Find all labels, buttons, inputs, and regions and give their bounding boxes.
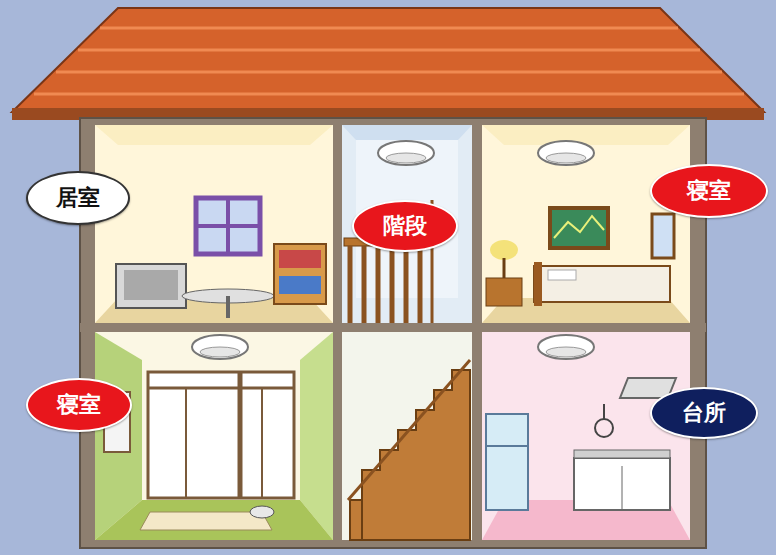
detector-body [538,335,594,359]
roof [12,8,764,120]
detector-body [192,335,248,359]
detector-ring [200,347,240,357]
bed-head [534,262,542,306]
tatami [95,500,333,540]
room-back [342,125,472,323]
window [196,198,260,254]
closet [148,372,294,498]
baluster [404,246,409,323]
closet-line [261,388,263,498]
books [279,250,321,268]
room-name: 寝室 [687,179,731,203]
baluster [362,246,367,323]
sink-cabinet [574,458,670,510]
nightstand [486,278,522,306]
smoke-detector [538,335,594,359]
counter [574,450,670,458]
roof-stripe [100,27,678,30]
room-label-red: 寝室 [26,378,132,432]
room-label-red: 階段 [352,200,458,252]
smoke-detector [538,141,594,165]
bed [534,266,670,302]
lamp-shade [490,240,518,260]
room-name: 居室 [56,186,100,210]
detector-ring [386,153,426,163]
pan-handle [603,404,605,419]
roof-shape [12,8,764,112]
refrigerator [486,414,528,510]
cabinet-line [622,466,623,510]
staircase [342,332,472,540]
window-bar [196,224,260,228]
room-label-navy: 台所 [650,387,758,439]
detector-ring [546,153,586,163]
baluster [418,246,423,323]
books [279,276,321,294]
room-back [95,125,333,323]
television [116,264,186,308]
side-window [652,214,674,258]
table-leg [226,296,230,318]
roof-stripes [34,28,744,94]
detector-body [538,141,594,165]
room-name: 階段 [383,214,427,238]
lamp-stand [503,258,506,278]
roof-stripe [56,71,722,74]
baluster [390,246,395,323]
detector-ring [546,347,586,357]
smoke-detector [378,141,434,165]
ceiling [95,125,333,145]
room-back [482,125,690,323]
baluster [376,246,381,323]
fridge-line [486,445,528,447]
roof-stripe [34,93,744,96]
room-name: 寝室 [57,393,101,417]
stair-hall [342,125,472,323]
kitchen [482,332,690,540]
closet-line [185,388,187,498]
lamp [250,506,274,518]
room-name: 台所 [682,401,726,425]
frying-pan [595,419,613,437]
ceiling [482,125,690,145]
room-label-white: 居室 [26,171,130,225]
room-label-red: 寝室 [650,164,768,218]
baluster [348,246,353,323]
bedroom-lower [95,332,333,540]
pillow [548,270,576,280]
living-room [95,125,333,323]
stairs [362,370,470,540]
handrail [348,360,470,500]
floor-slab [80,323,706,332]
bookshelf [274,244,326,304]
room-back [482,332,690,540]
stairs [350,500,362,540]
roof-stripe [78,49,700,52]
detector-body [378,141,434,165]
tv-screen [124,270,178,300]
pillar [238,372,243,498]
room-back [95,332,333,540]
picture [550,208,608,248]
closet-line [148,387,294,390]
balusters [350,246,420,323]
room-back [342,332,472,540]
smoke-detector [192,335,248,359]
house-wall [80,118,706,548]
ceiling [342,125,472,140]
bedroom-upper [482,125,690,323]
picture-mountains [554,216,604,238]
